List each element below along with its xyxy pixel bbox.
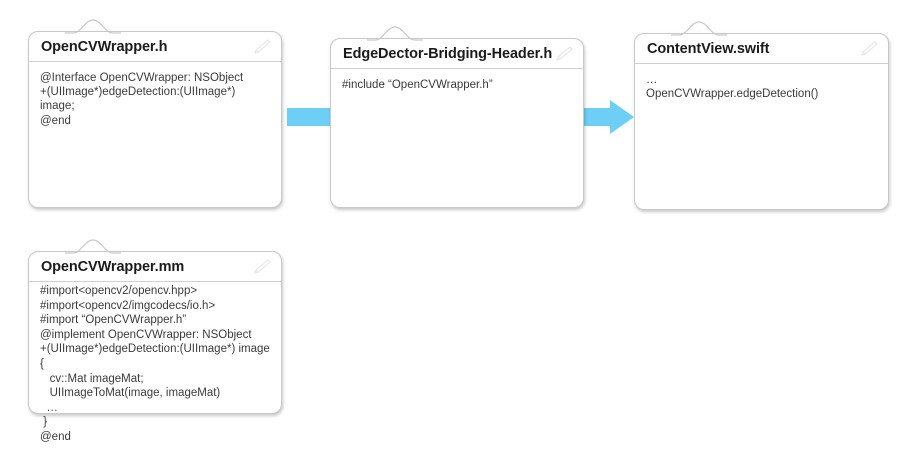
card-body: … OpenCVWrapper.edgeDetection() xyxy=(646,74,819,101)
card-title: OpenCVWrapper.h xyxy=(41,38,168,55)
card-header: ContentView.swift xyxy=(635,34,888,64)
card-body: #import<opencv2/opencv.hpp> #import<open… xyxy=(40,285,270,443)
note-card-contentview-swift[interactable]: ContentView.swift … OpenCVWrapper.edgeDe… xyxy=(634,21,889,210)
note-card-opencvwrapper-mm[interactable]: OpenCVWrapper.mm #import<opencv2/opencv.… xyxy=(28,239,282,443)
pencil-icon[interactable] xyxy=(554,44,576,64)
card-body: @Interface OpenCVWrapper: NSObject +(UII… xyxy=(40,72,244,127)
card-header: EdgeDector-Bridging-Header.h xyxy=(331,39,583,69)
card-title: OpenCVWrapper.mm xyxy=(41,258,185,275)
card-body: #include “OpenCVWrapper.h” xyxy=(342,79,493,91)
card-header: OpenCVWrapper.h xyxy=(29,32,281,62)
pencil-icon[interactable] xyxy=(252,257,274,277)
note-card-bridging-header[interactable]: EdgeDector-Bridging-Header.h #include “O… xyxy=(330,26,584,208)
flow-arrow-head xyxy=(610,100,634,134)
card-header: OpenCVWrapper.mm xyxy=(29,252,281,282)
pencil-icon[interactable] xyxy=(859,39,881,59)
pencil-icon[interactable] xyxy=(252,37,274,57)
card-title: ContentView.swift xyxy=(647,40,770,57)
note-card-opencvwrapper-h[interactable]: OpenCVWrapper.h @Interface OpenCVWrapper… xyxy=(28,19,282,208)
card-title: EdgeDector-Bridging-Header.h xyxy=(343,45,553,62)
